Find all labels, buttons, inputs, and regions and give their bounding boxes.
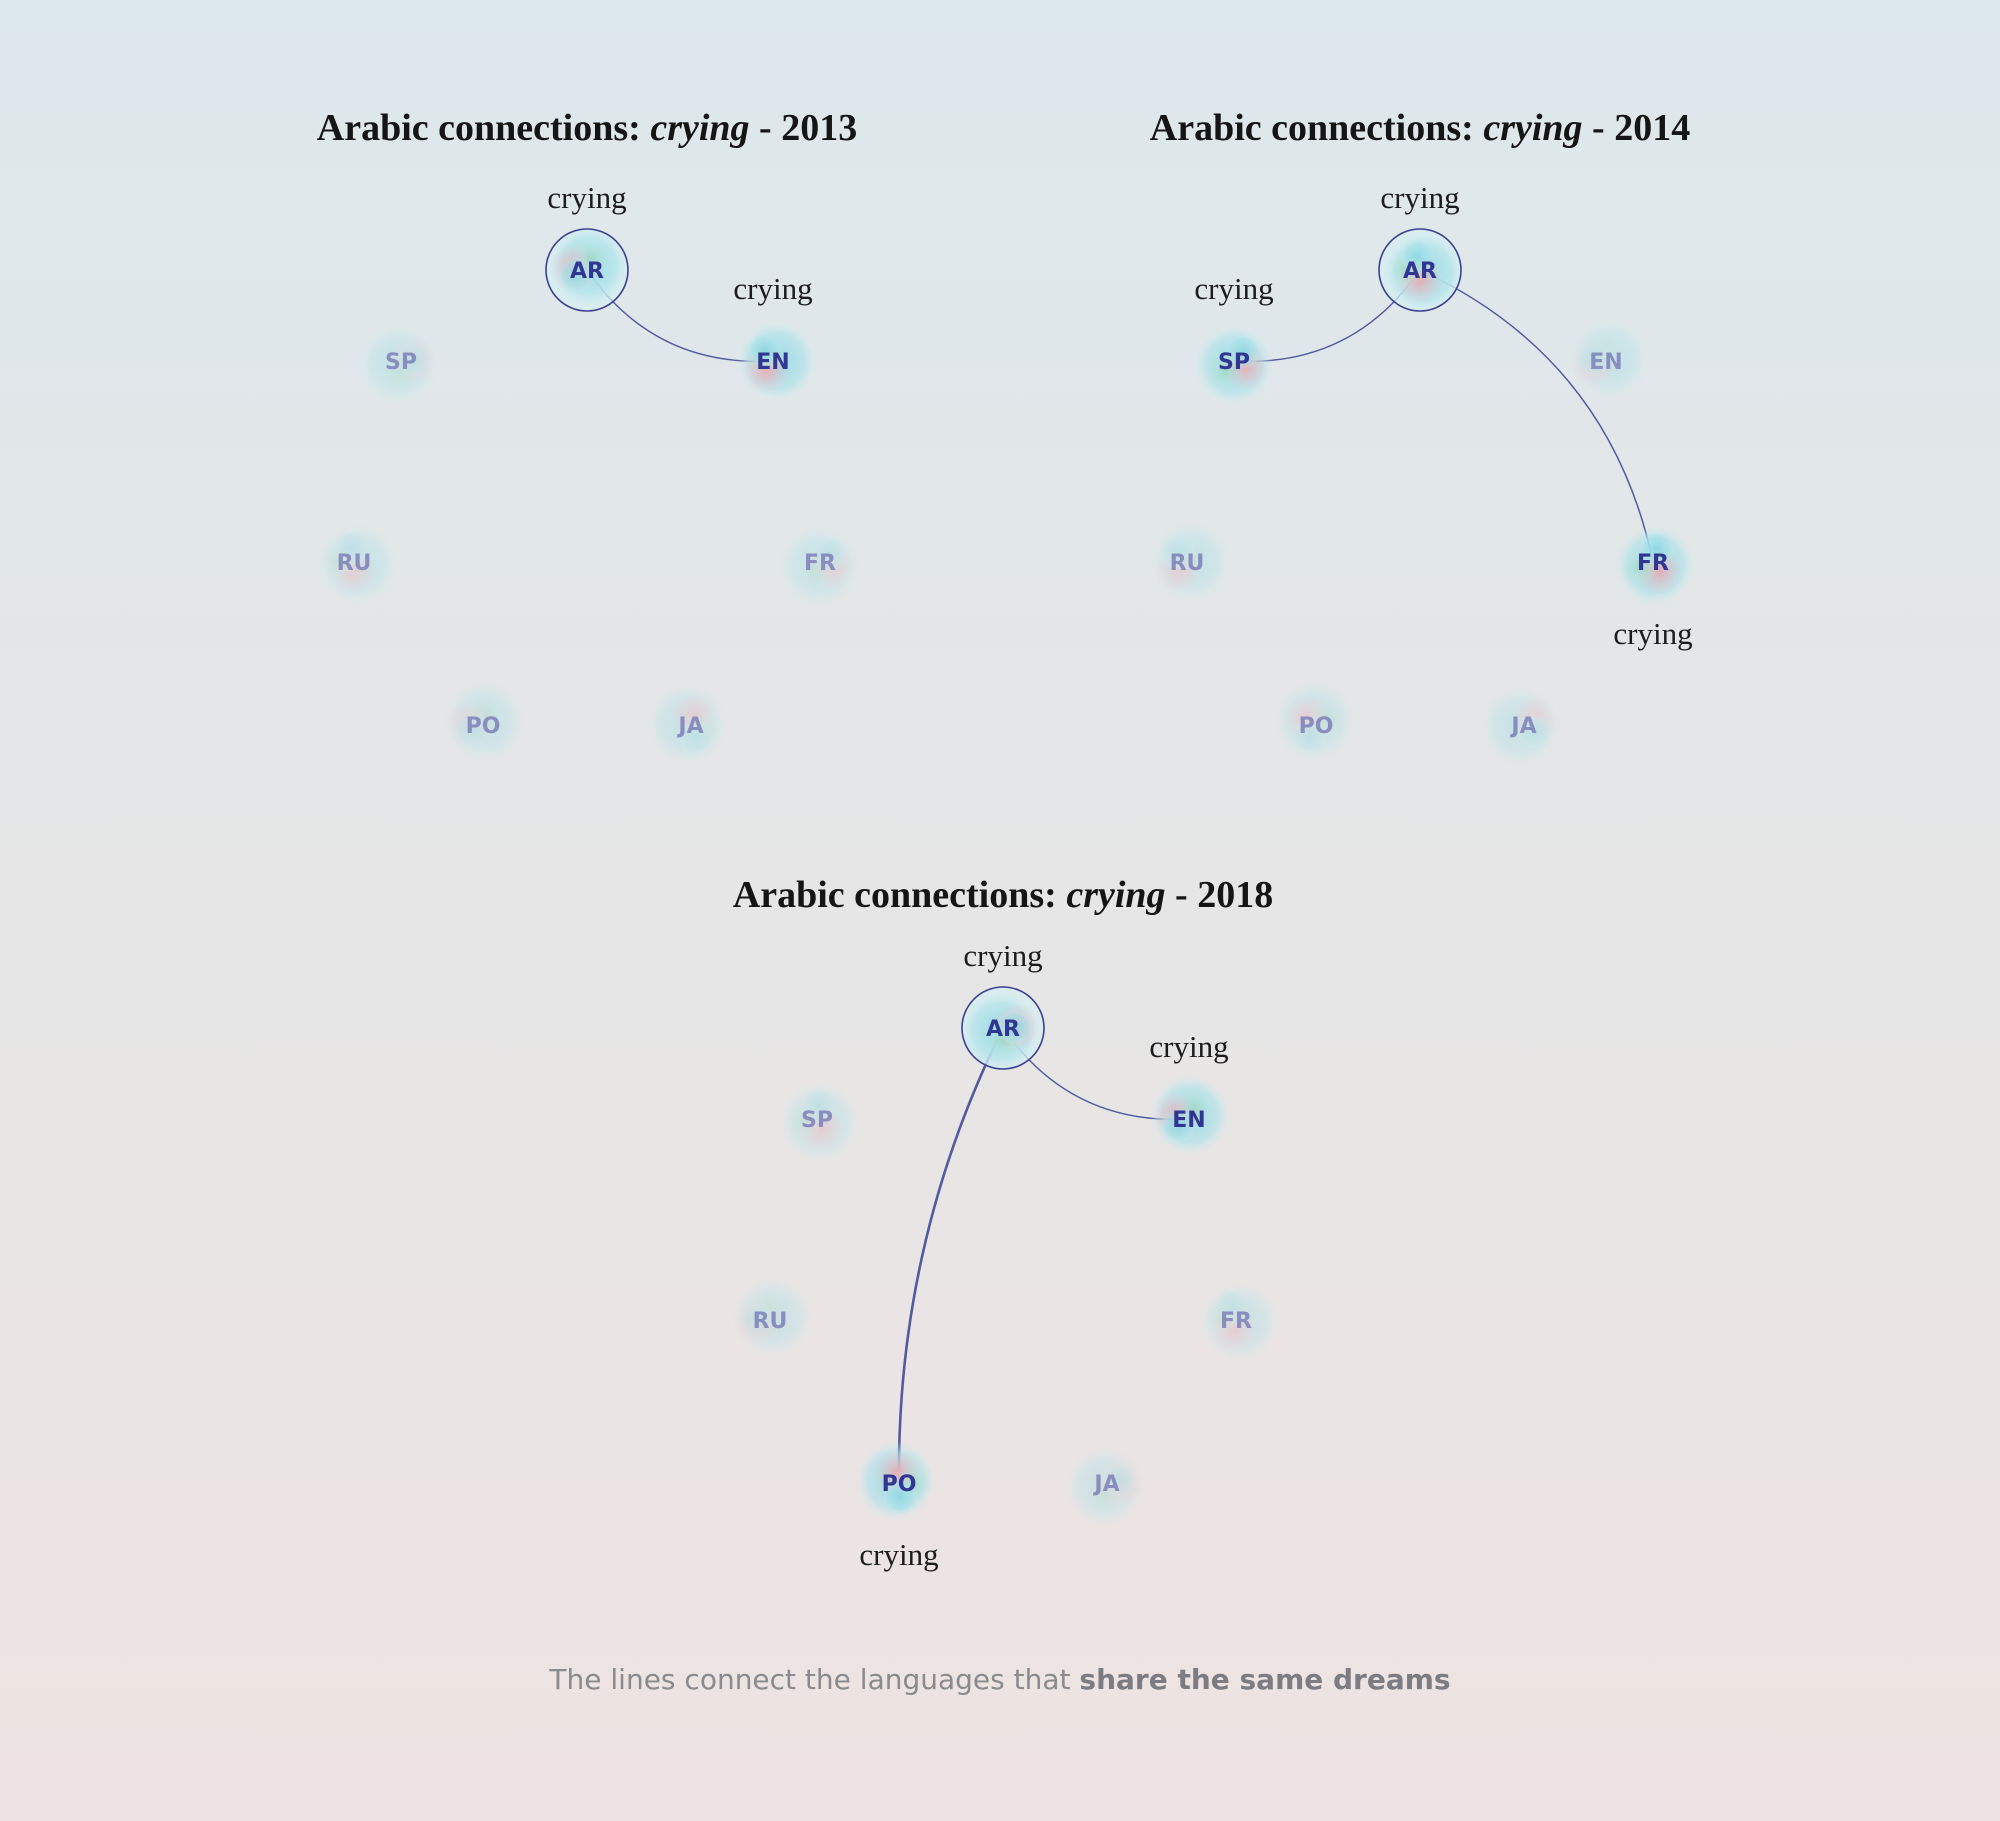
node-code-label: JA <box>676 714 703 739</box>
footer-caption: The lines connect the languages that sha… <box>0 1663 2000 1696</box>
diagram-title: Arabic connections: crying - 2018 <box>733 874 1273 916</box>
node-code-label: AR <box>1403 259 1437 284</box>
node-word-label: crying <box>1380 180 1459 215</box>
node-blob <box>1274 681 1355 762</box>
center-ring <box>1378 228 1462 312</box>
node-en: EN <box>1569 318 1650 399</box>
node-ru: RU <box>1150 521 1231 602</box>
node-ru: RU <box>317 523 398 604</box>
title-prefix: Arabic connections: <box>317 107 651 149</box>
node-en: EN crying <box>733 271 817 401</box>
node-fr: FR <box>1199 1281 1280 1362</box>
node-blob <box>444 681 525 762</box>
node-code-label: JA <box>1509 714 1536 739</box>
node-blob <box>358 324 439 405</box>
link-ar-po <box>897 1027 1005 1484</box>
node-center-ar: AR crying <box>960 938 1045 1072</box>
node-ja: JA <box>1480 686 1561 767</box>
node-code-label: FR <box>804 551 836 576</box>
node-blob <box>548 226 629 307</box>
caption-text: The lines connect the languages that <box>549 1663 1080 1696</box>
node-code-label: PO <box>1299 714 1334 739</box>
node-blob <box>1194 324 1275 405</box>
node-en: EN crying <box>1149 1029 1230 1156</box>
node-code-label: PO <box>466 714 501 739</box>
node-code-label: EN <box>756 350 789 375</box>
node-word-label: crying <box>547 180 626 215</box>
center-ring <box>961 986 1045 1070</box>
node-word-label: crying <box>733 271 812 306</box>
title-prefix: Arabic connections: <box>733 874 1067 916</box>
node-sp: SP <box>779 1082 860 1163</box>
node-po: PO <box>1274 681 1355 762</box>
title-suffix: - 2013 <box>750 107 858 149</box>
title-italic-word: crying <box>1066 874 1165 916</box>
node-sp: SP crying <box>1194 271 1275 405</box>
node-blob <box>1065 1446 1146 1527</box>
node-fr: FR crying <box>1613 525 1696 651</box>
node-blob <box>1199 1281 1280 1362</box>
node-fr: FR <box>779 525 860 606</box>
node-code-label: AR <box>570 259 604 284</box>
node-blob <box>1615 525 1696 606</box>
node-code-label: SP <box>801 1108 833 1133</box>
node-code-label: RU <box>753 1309 788 1334</box>
node-word-label: crying <box>963 938 1042 973</box>
node-ja: JA <box>1065 1446 1146 1527</box>
node-code-label: EN <box>1589 350 1622 375</box>
title-suffix: - 2014 <box>1583 107 1691 149</box>
node-sp: SP <box>358 324 439 405</box>
node-code-label: RU <box>337 551 372 576</box>
node-center-ar: AR crying <box>545 180 629 312</box>
title-suffix: - 2018 <box>1166 874 1274 916</box>
node-word-label: crying <box>859 1537 938 1572</box>
node-blob <box>647 683 728 764</box>
node-word-label: crying <box>1613 616 1692 651</box>
node-code-label: AR <box>986 1017 1020 1042</box>
diagram-title: Arabic connections: crying - 2014 <box>1150 107 1690 149</box>
node-blob <box>737 321 817 401</box>
node-code-label: PO <box>882 1472 917 1497</box>
node-po: PO crying <box>855 1440 939 1572</box>
node-blob <box>317 523 398 604</box>
node-blob <box>1150 521 1231 602</box>
node-ru: RU <box>732 1277 813 1358</box>
node-code-label: SP <box>385 350 417 375</box>
caption-emphasis: share the same dreams <box>1079 1663 1451 1696</box>
title-prefix: Arabic connections: <box>1150 107 1484 149</box>
node-word-label: crying <box>1149 1029 1228 1064</box>
node-code-label: SP <box>1218 350 1250 375</box>
node-blob <box>1149 1075 1230 1156</box>
title-italic-word: crying <box>1483 107 1582 149</box>
link-ar-fr <box>1419 269 1654 563</box>
node-blob <box>1383 231 1464 312</box>
diagram-title: Arabic connections: crying - 2013 <box>317 107 857 149</box>
node-center-ar: AR crying <box>1378 180 1464 312</box>
node-po: PO <box>444 681 525 762</box>
node-blob <box>779 525 860 606</box>
node-blob <box>779 1082 860 1163</box>
node-code-label: JA <box>1092 1472 1119 1497</box>
node-blob <box>960 991 1041 1072</box>
node-code-label: FR <box>1220 1309 1252 1334</box>
node-code-label: EN <box>1172 1108 1205 1133</box>
node-blob <box>1480 686 1561 767</box>
node-blob <box>855 1440 936 1521</box>
node-code-label: FR <box>1637 551 1669 576</box>
node-word-label: crying <box>1194 271 1273 306</box>
center-ring <box>545 228 629 312</box>
title-italic-word: crying <box>650 107 749 149</box>
node-code-label: RU <box>1170 551 1205 576</box>
node-blob <box>1569 318 1650 399</box>
node-blob <box>732 1277 813 1358</box>
node-ja: JA <box>647 683 728 764</box>
